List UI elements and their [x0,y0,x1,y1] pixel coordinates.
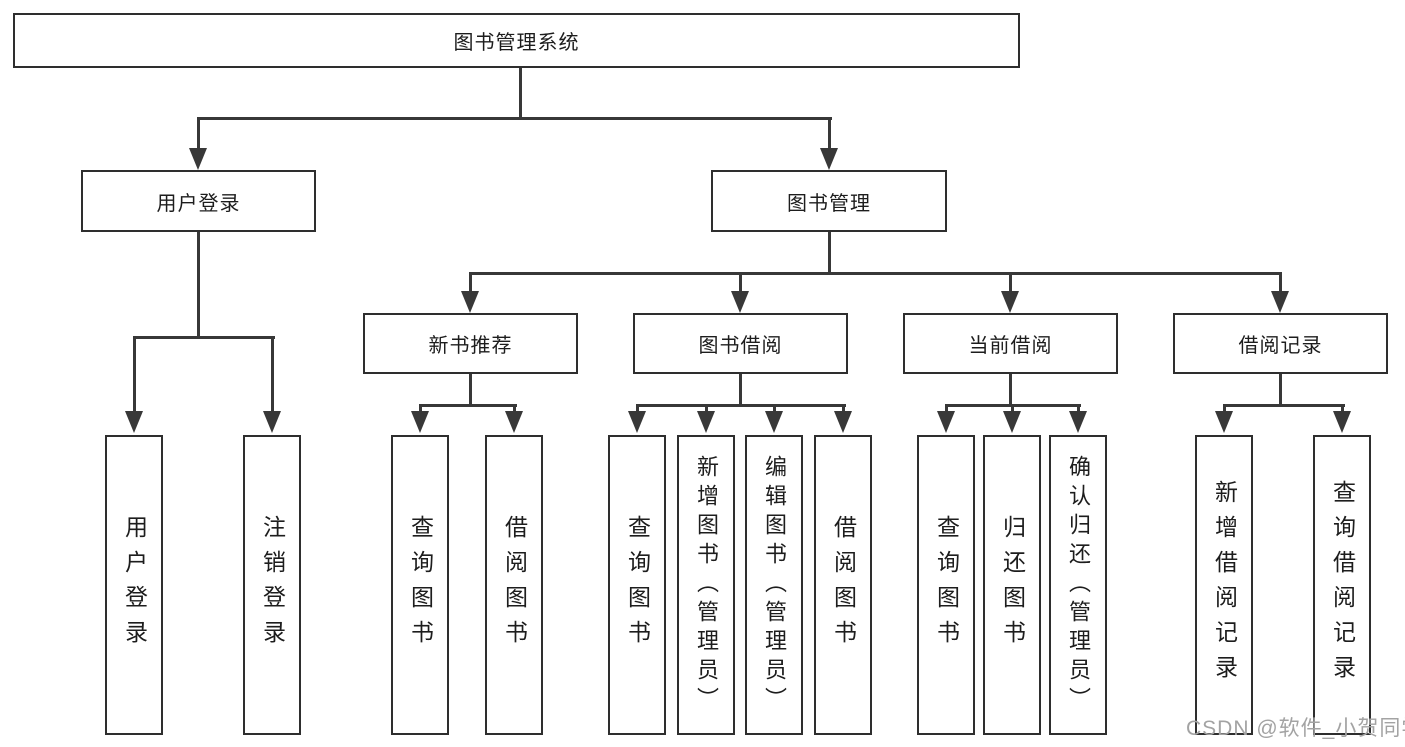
connector-line [1009,273,1012,293]
arrow-down-icon [834,411,852,433]
connector-line [773,405,776,413]
node-label: 编辑图书（管理员） [762,454,787,716]
connector-line [828,118,831,150]
leaf-edit-books-admin: 编辑图书（管理员） [745,435,803,735]
node-label: 注销登录 [259,515,286,655]
node-current-borrowing: 当前借阅 [903,313,1118,374]
arrow-down-icon [263,411,281,433]
node-label: 确认归还（管理员） [1066,454,1091,716]
arrow-down-icon [1069,411,1087,433]
node-user-login: 用户登录 [81,170,316,232]
node-label: 归还图书 [999,515,1026,655]
leaf-add-books-admin: 新增图书（管理员） [677,435,735,735]
arrow-down-icon [937,411,955,433]
connector-line [705,405,708,413]
leaf-query-books-borrow: 查询图书 [608,435,666,735]
connector-line [419,404,517,407]
leaf-return-books: 归还图书 [983,435,1041,735]
node-label: 借阅图书 [830,515,857,655]
connector-line [842,405,845,413]
node-book-borrowing: 图书借阅 [633,313,848,374]
node-label: 新增借阅记录 [1211,480,1238,690]
node-label: 用户登录 [156,192,241,215]
leaf-borrow-books-borrow: 借阅图书 [814,435,872,735]
arrow-down-icon [1333,411,1351,433]
connector-line [197,118,200,150]
connector-line [271,337,274,413]
node-label: 查询图书 [933,515,960,655]
connector-line [419,405,422,413]
node-label: 新书推荐 [428,335,513,357]
connector-line [1009,374,1012,407]
connector-line [513,405,516,413]
leaf-query-books-recommend: 查询图书 [391,435,449,735]
node-label: 图书管理 [787,192,871,215]
leaf-query-borrow-record: 查询借阅记录 [1313,435,1371,735]
connector-line [828,232,831,275]
connector-line [1279,273,1282,293]
connector-line [519,68,522,120]
connector-line [945,405,948,413]
arrow-down-icon [125,411,143,433]
node-label: 查询图书 [624,515,651,655]
leaf-logout: 注销登录 [243,435,301,735]
arrow-down-icon [697,411,715,433]
connector-line [636,404,846,407]
arrow-down-icon [411,411,429,433]
leaf-user-login: 用户登录 [105,435,163,735]
node-label: 新增图书（管理员） [694,454,719,716]
node-label: 借阅记录 [1238,335,1323,357]
connector-line [1077,405,1080,413]
connector-line [469,273,472,293]
csdn-watermark: CSDN @软件_小贺同学 [1186,717,1405,740]
connector-line [133,336,275,339]
node-new-book-recommendation: 新书推荐 [363,313,578,374]
connector-line [1223,405,1226,413]
connector-line [197,117,832,120]
arrow-down-icon [1001,291,1019,313]
node-borrowing-records: 借阅记录 [1173,313,1388,374]
node-label: 图书管理系统 [453,32,580,54]
arrow-down-icon [1271,291,1289,313]
node-label: 借阅图书 [501,515,528,655]
leaf-add-borrow-record: 新增借阅记录 [1195,435,1253,735]
arrow-down-icon [765,411,783,433]
arrow-down-icon [820,148,838,170]
arrow-down-icon [1215,411,1233,433]
node-root-library-management-system: 图书管理系统 [13,13,1020,68]
connector-line [133,337,136,413]
leaf-query-books-current: 查询图书 [917,435,975,735]
connector-line [1223,404,1345,407]
arrow-down-icon [1003,411,1021,433]
connector-line [197,232,200,339]
arrow-down-icon [628,411,646,433]
node-label: 当前借阅 [968,335,1053,357]
node-label: 查询图书 [407,515,434,655]
connector-line [739,273,742,293]
node-book-management: 图书管理 [711,170,947,232]
arrow-down-icon [189,148,207,170]
connector-line [469,272,1282,275]
connector-line [739,374,742,407]
arrow-down-icon [731,291,749,313]
arrow-down-icon [505,411,523,433]
connector-line [636,405,639,413]
node-label: 查询借阅记录 [1329,480,1356,690]
node-label: 用户登录 [121,515,148,655]
connector-line [469,374,472,407]
connector-line [1279,374,1282,407]
arrow-down-icon [461,291,479,313]
connector-line [1011,405,1014,413]
node-label: 图书借阅 [698,335,783,357]
connector-line [1341,405,1344,413]
leaf-borrow-books-recommend: 借阅图书 [485,435,543,735]
leaf-confirm-return-admin: 确认归还（管理员） [1049,435,1107,735]
